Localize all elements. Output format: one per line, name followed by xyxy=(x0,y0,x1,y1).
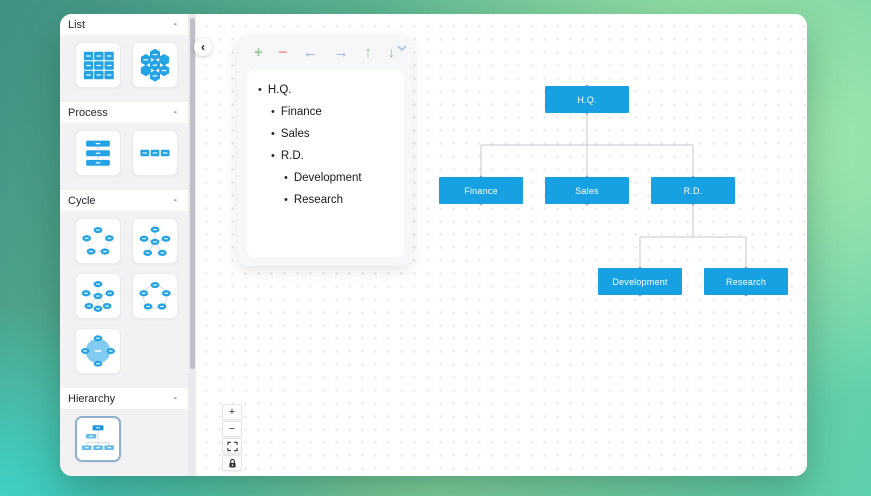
cycle-radial-icon xyxy=(81,335,115,367)
process-vertical-icon xyxy=(86,140,110,166)
section-header-cycle: Cycle - xyxy=(60,190,188,211)
outline-item[interactable]: Sales xyxy=(247,123,404,145)
thumb-grid-hierarchy xyxy=(60,409,188,476)
outline-item[interactable]: Research xyxy=(247,189,404,211)
outline-panel: + − ← → ↑ ↓ H.Q. Finance Sales R.D. Deve… xyxy=(237,35,412,266)
zoom-out-button[interactable]: − xyxy=(222,421,242,437)
outline-item[interactable]: H.Q. xyxy=(247,79,404,101)
thumb-grid-process xyxy=(60,123,188,190)
outline-toolbar: + − ← → ↑ ↓ xyxy=(237,35,412,70)
outline-list: H.Q. Finance Sales R.D. Development Rese… xyxy=(247,70,404,257)
hierarchy-org-icon xyxy=(82,425,114,450)
add-node-button[interactable]: + xyxy=(254,44,263,61)
chevron-down-icon[interactable] xyxy=(397,39,407,57)
template-thumb-cycle-hub6[interactable] xyxy=(75,273,121,319)
zoom-in-button[interactable]: + xyxy=(222,404,242,420)
section-title: Cycle xyxy=(68,194,96,207)
org-node-sales[interactable]: Sales xyxy=(545,177,629,204)
outline-item[interactable]: R.D. xyxy=(247,145,404,167)
outline-item[interactable]: Finance xyxy=(247,101,404,123)
collapse-section-icon[interactable]: - xyxy=(173,106,177,118)
org-node-research[interactable]: Research xyxy=(704,268,788,295)
collapse-section-icon[interactable]: - xyxy=(173,194,177,206)
template-thumb-cycle-pentagon[interactable] xyxy=(75,218,121,264)
remove-node-button[interactable]: − xyxy=(278,44,288,61)
collapse-section-icon[interactable]: - xyxy=(173,392,177,404)
lock-icon xyxy=(228,458,236,467)
org-node-hq[interactable]: H.Q. xyxy=(545,86,629,113)
template-thumb-process-vertical[interactable] xyxy=(75,130,121,176)
collapse-section-icon[interactable]: - xyxy=(173,18,177,30)
template-thumb-cycle-hub5[interactable] xyxy=(132,218,178,264)
template-thumb-list-hexagons[interactable] xyxy=(132,42,178,88)
lock-button[interactable] xyxy=(222,455,242,471)
move-right-button[interactable]: → xyxy=(333,44,349,61)
template-thumb-cycle-ring[interactable] xyxy=(132,273,178,319)
diagram-canvas[interactable]: ‹ + − ← → ↑ ↓ H.Q. Finance Sales R.D. De… xyxy=(194,14,807,476)
section-title: List xyxy=(68,18,86,31)
fit-view-icon xyxy=(226,441,238,451)
org-node-development[interactable]: Development xyxy=(598,268,682,295)
thumb-grid-cycle xyxy=(60,211,188,388)
section-header-list: List - xyxy=(60,14,188,35)
section-title: Hierarchy xyxy=(68,392,116,405)
template-thumb-hierarchy-org[interactable] xyxy=(75,416,121,462)
sidebar-scrollbar-thumb[interactable] xyxy=(189,18,195,370)
sidebar-collapse-button[interactable]: ‹ xyxy=(194,38,212,56)
move-down-button[interactable]: ↓ xyxy=(387,44,395,61)
section-title: Process xyxy=(68,106,108,119)
list-grid-icon xyxy=(83,51,114,80)
move-up-button[interactable]: ↑ xyxy=(364,44,372,61)
cycle-ring-icon xyxy=(139,281,171,310)
template-thumb-cycle-radial[interactable] xyxy=(75,328,121,374)
template-thumb-list-grid[interactable] xyxy=(75,42,121,88)
cycle-pentagon-icon xyxy=(82,226,114,255)
template-sidebar: List - xyxy=(60,14,188,476)
section-header-process: Process - xyxy=(60,102,188,123)
app-window: List - xyxy=(60,14,807,476)
list-hexagons-icon xyxy=(140,48,170,82)
org-node-finance[interactable]: Finance xyxy=(439,177,523,204)
fit-view-button[interactable] xyxy=(222,438,242,454)
process-horizontal-icon xyxy=(140,149,170,157)
outline-item[interactable]: Development xyxy=(247,167,404,189)
section-header-hierarchy: Hierarchy - xyxy=(60,388,188,409)
thumb-grid-list xyxy=(60,35,188,102)
org-node-rd[interactable]: R.D. xyxy=(651,177,735,204)
sidebar-scrollbar xyxy=(188,14,196,476)
canvas-zoom-controls: + − xyxy=(222,404,242,471)
move-left-button[interactable]: ← xyxy=(302,44,318,61)
template-thumb-process-horizontal[interactable] xyxy=(132,130,178,176)
cycle-hub6-icon xyxy=(81,281,115,312)
cycle-hub5-icon xyxy=(139,226,171,256)
